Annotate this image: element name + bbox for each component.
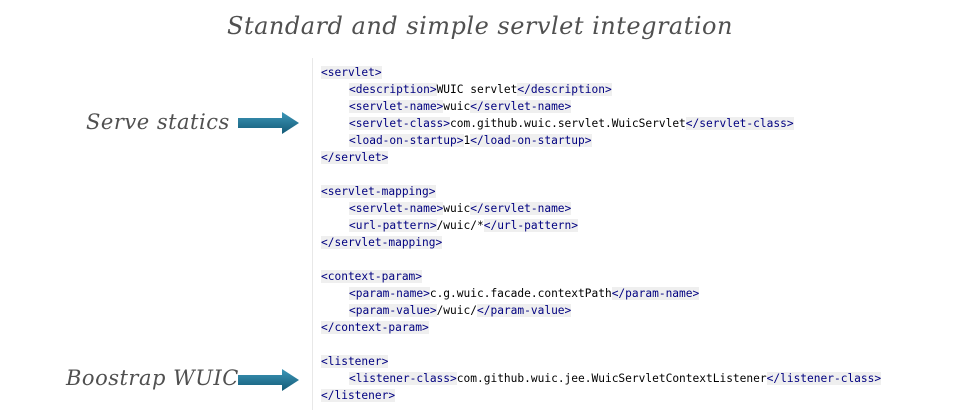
arrow-right-icon [238, 112, 299, 134]
code-line [321, 336, 881, 353]
code-line: <description>WUIC servlet</description> [321, 81, 881, 98]
code-line: <servlet-name>wuic</servlet-name> [321, 200, 881, 217]
xml-tag: <param-name> [349, 287, 430, 300]
xml-tag: </description> [517, 83, 612, 96]
arrow-right-icon [238, 369, 299, 391]
xml-tag: <load-on-startup> [349, 134, 464, 147]
code-line: <listener> [321, 353, 881, 370]
callout-serve-statics: Serve statics [86, 110, 230, 134]
xml-tag: <listener> [321, 355, 389, 368]
code-line: <load-on-startup>1</load-on-startup> [321, 132, 881, 149]
callout-bootstrap-wuic: Boostrap WUIC [66, 366, 239, 390]
xml-text: 1 [463, 134, 471, 147]
xml-tag: <description> [349, 83, 437, 96]
code-line [321, 166, 881, 183]
xml-text: wuic [443, 202, 471, 215]
code-line: </servlet-mapping> [321, 234, 881, 251]
xml-tag: </servlet> [321, 151, 389, 164]
web-xml-code: <servlet> <description>WUIC servlet</desc… [321, 64, 882, 404]
code-line: <servlet-class>com.github.wuic.servlet.W… [321, 115, 881, 132]
code-line: <context-param> [321, 268, 881, 285]
code-line: <servlet-mapping> [321, 183, 881, 200]
xml-tag: <servlet-mapping> [321, 185, 436, 198]
xml-tag: </servlet-mapping> [321, 236, 443, 249]
code-line: </servlet> [321, 149, 881, 166]
code-line [321, 251, 881, 268]
xml-tag: </servlet-name> [470, 100, 572, 113]
xml-text: /wuic/ [436, 304, 477, 317]
diagram-title: Standard and simple servlet integration [227, 12, 733, 40]
xml-text: WUIC servlet [436, 83, 518, 96]
xml-tag: </listener-class> [766, 372, 882, 385]
code-panel: <servlet> <description>WUIC servlet</desc… [312, 58, 911, 410]
xml-tag: <servlet-name> [349, 100, 444, 113]
xml-text: c.g.wuic.facade.contextPath [429, 287, 612, 300]
xml-text: /wuic/* [436, 219, 484, 232]
xml-tag: <param-value> [349, 304, 437, 317]
xml-tag: <listener-class> [349, 372, 457, 385]
xml-tag: </param-value> [476, 304, 572, 317]
xml-tag: </param-name> [611, 287, 700, 300]
xml-tag: <context-param> [321, 270, 423, 283]
xml-tag: </context-param> [321, 321, 429, 334]
xml-tag: </url-pattern> [483, 219, 579, 232]
xml-text: com.github.wuic.jee.WuicServletContextLi… [456, 372, 767, 385]
xml-text: wuic [443, 100, 471, 113]
xml-tag: </load-on-startup> [470, 134, 592, 147]
code-line: <servlet-name>wuic</servlet-name> [321, 98, 881, 115]
code-line: <param-value>/wuic/</param-value> [321, 302, 881, 319]
code-line: <listener-class>com.github.wuic.jee.Wuic… [321, 370, 882, 387]
xml-tag: </listener> [321, 389, 396, 402]
xml-tag: <servlet-name> [349, 202, 444, 215]
xml-text: com.github.wuic.servlet.WuicServlet [450, 117, 686, 130]
xml-tag: <servlet-class> [349, 117, 451, 130]
code-line: <url-pattern>/wuic/*</url-pattern> [321, 217, 881, 234]
code-line: <servlet> [321, 64, 881, 81]
xml-tag: <servlet> [321, 66, 382, 79]
code-line: <param-name>c.g.wuic.facade.contextPath<… [321, 285, 881, 302]
code-line: </context-param> [321, 319, 881, 336]
xml-tag: </servlet-name> [470, 202, 572, 215]
xml-tag: </servlet-class> [685, 117, 794, 130]
xml-tag: <url-pattern> [349, 219, 437, 232]
code-line: </listener> [321, 387, 881, 404]
